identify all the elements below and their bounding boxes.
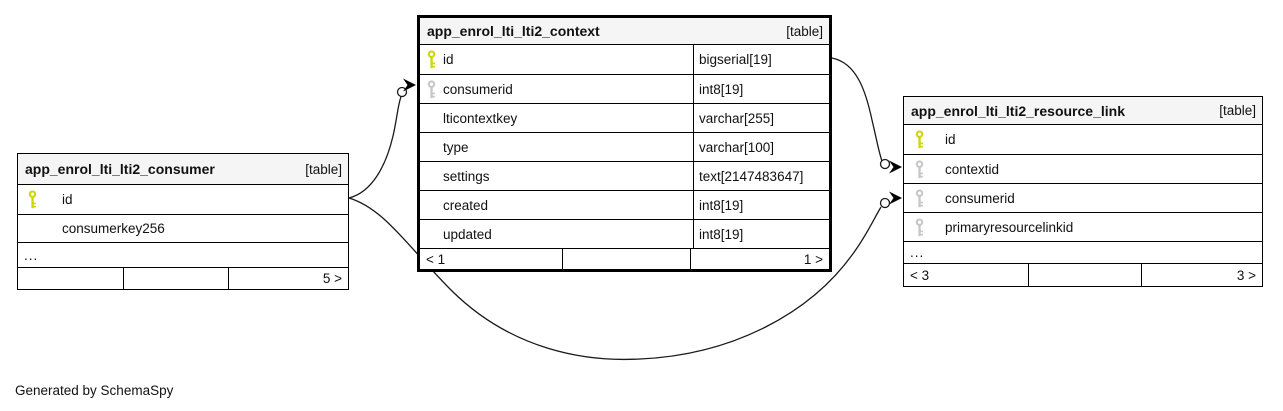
footer-parents-count: < 3 (910, 267, 930, 283)
foreign-key-icon (904, 159, 945, 179)
table-name: app_enrol_lti_lti2_context (427, 23, 600, 39)
footer-children-count: 3 > (1141, 264, 1262, 286)
column-row-id: id (18, 185, 348, 214)
table-type-badge: [table] (1219, 103, 1256, 118)
more-columns-label: ... (910, 245, 925, 260)
column-name: id (62, 191, 73, 207)
table-name: app_enrol_lti_lti2_consumer (25, 161, 215, 177)
table-footer: 5 > (18, 267, 348, 289)
more-columns-label: ... (24, 247, 39, 263)
arrowhead (889, 160, 902, 174)
column-row-created: created int8[19] (420, 190, 829, 219)
foreign-key-icon (420, 79, 443, 99)
table-header[interactable]: app_enrol_lti_lti2_resource_link [table] (904, 97, 1262, 125)
arrowhead (889, 191, 902, 205)
column-name: contextid (945, 161, 1000, 177)
footer-middle-cell (123, 268, 228, 289)
table-header[interactable]: app_enrol_lti_lti2_consumer [table] (18, 154, 348, 185)
primary-key-icon (18, 190, 62, 209)
column-row-updated: updated int8[19] (420, 219, 829, 248)
column-row-consumerkey256: consumerkey256 (18, 213, 348, 243)
column-name: consumerid (443, 81, 513, 97)
footer-children-count: 1 > (690, 249, 829, 269)
column-row-consumerid: consumerid int8[19] (420, 74, 829, 103)
footer-parents-count (18, 268, 123, 289)
column-row-id: id (904, 125, 1262, 154)
column-row-contextid: contextid (904, 154, 1262, 183)
table-node-app_enrol_lti_lti2_context[interactable]: app_enrol_lti_lti2_context [table] id big… (417, 15, 832, 272)
column-row-consumerid: consumerid (904, 183, 1262, 212)
foreign-key-icon (904, 188, 945, 208)
column-rows: id contextid consumerid primaryresourcelink… (904, 125, 1262, 263)
column-name: consumerid (945, 190, 1015, 206)
table-node-app_enrol_lti_lti2_consumer[interactable]: app_enrol_lti_lti2_consumer [table] id co… (17, 153, 349, 290)
column-type: int8[19] (693, 220, 829, 248)
fk-line-resourcelink-contextid (831, 57, 883, 162)
column-type: int8[19] (693, 75, 829, 103)
column-row-type: type varchar[100] (420, 132, 829, 161)
column-type: varchar[100] (693, 133, 829, 161)
column-name: type (443, 139, 469, 155)
column-rows: id consumerkey256... (18, 185, 348, 267)
footer-middle-cell (562, 249, 690, 269)
table-name: app_enrol_lti_lti2_resource_link (911, 102, 1125, 119)
zero-or-one-marker (879, 197, 891, 209)
column-row-settings: settings text[2147483647] (420, 161, 829, 190)
primary-key-icon (420, 50, 443, 69)
more-columns-row: ... (18, 242, 348, 267)
column-name: primaryresourcelinkid (945, 219, 1074, 235)
column-type: text[2147483647] (693, 162, 829, 190)
column-name: updated (443, 226, 492, 242)
column-name: settings (443, 168, 490, 184)
footer-children-count: 5 > (228, 268, 348, 289)
foreign-key-icon (904, 217, 945, 237)
column-row-lticontextkey: lticontextkey varchar[255] (420, 103, 829, 132)
column-name: created (443, 197, 489, 213)
table-footer: < 1 1 > (420, 248, 829, 269)
primary-key-icon (904, 130, 945, 149)
arrowhead (403, 78, 416, 92)
zero-or-one-marker (879, 158, 891, 170)
column-name: id (443, 52, 454, 67)
column-type: varchar[255] (693, 104, 829, 132)
column-name: lticontextkey (443, 110, 518, 126)
column-row-id: id bigserial[19] (420, 45, 829, 74)
table-type-badge: [table] (305, 161, 342, 177)
column-type: int8[19] (693, 191, 829, 219)
column-name: id (945, 132, 956, 147)
table-header[interactable]: app_enrol_lti_lti2_context [table] (420, 18, 829, 45)
more-columns-row: ... (904, 241, 1262, 263)
footer-parents-count: < 1 (426, 251, 446, 267)
column-name: consumerkey256 (62, 220, 165, 236)
table-node-app_enrol_lti_lti2_resource_link[interactable]: app_enrol_lti_lti2_resource_link [table]… (903, 96, 1263, 287)
table-type-badge: [table] (786, 23, 823, 39)
fk-line-context-consumerid (348, 96, 402, 199)
column-type: bigserial[19] (693, 45, 829, 74)
column-row-primaryresourcelinkid: primaryresourcelinkid (904, 212, 1262, 241)
table-footer: < 3 3 > (904, 263, 1262, 286)
footer-middle-cell (1028, 264, 1141, 286)
generator-credit: Generated by SchemaSpy (15, 383, 174, 398)
